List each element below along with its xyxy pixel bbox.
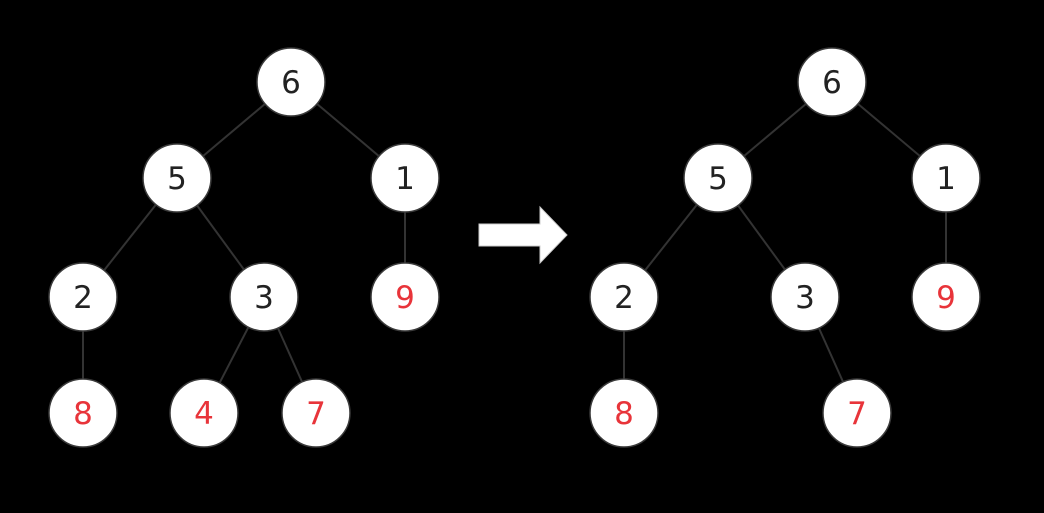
node-label: 1 bbox=[936, 161, 956, 197]
node-circle bbox=[683, 143, 753, 213]
node-label: 3 bbox=[795, 280, 815, 316]
right-tree: 6 5 1 2 3 9 8 7 bbox=[589, 47, 981, 448]
node-label: 2 bbox=[614, 280, 634, 316]
node-circle bbox=[589, 378, 659, 448]
node-circle bbox=[797, 47, 867, 117]
node-label: 3 bbox=[254, 280, 274, 316]
node-label: 5 bbox=[167, 161, 187, 197]
left-node-3: 3 bbox=[229, 262, 299, 332]
node-label: 7 bbox=[847, 396, 867, 432]
node-circle bbox=[256, 47, 326, 117]
left-node-4: 4 bbox=[169, 378, 239, 448]
node-label: 8 bbox=[73, 396, 93, 432]
node-label: 4 bbox=[194, 396, 214, 432]
node-label: 6 bbox=[822, 65, 842, 101]
right-node-6: 6 bbox=[797, 47, 867, 117]
node-label: 5 bbox=[708, 161, 728, 197]
node-circle bbox=[142, 143, 212, 213]
node-circle bbox=[370, 143, 440, 213]
node-circle bbox=[48, 262, 118, 332]
right-node-8: 8 bbox=[589, 378, 659, 448]
right-node-1: 1 bbox=[911, 143, 981, 213]
left-tree-nodes: 6 5 1 2 3 9 8 4 7 bbox=[48, 47, 440, 448]
left-node-1: 1 bbox=[370, 143, 440, 213]
node-label: 2 bbox=[73, 280, 93, 316]
node-label: 9 bbox=[936, 280, 956, 316]
node-label: 9 bbox=[395, 280, 415, 316]
node-label: 8 bbox=[614, 396, 634, 432]
right-node-3: 3 bbox=[770, 262, 840, 332]
left-node-6: 6 bbox=[256, 47, 326, 117]
left-node-8: 8 bbox=[48, 378, 118, 448]
node-circle bbox=[281, 378, 351, 448]
node-circle bbox=[370, 262, 440, 332]
right-arrow-icon bbox=[478, 205, 568, 265]
node-circle bbox=[229, 262, 299, 332]
left-tree: 6 5 1 2 3 9 8 4 7 bbox=[48, 47, 440, 448]
right-node-2: 2 bbox=[589, 262, 659, 332]
node-label: 6 bbox=[281, 65, 301, 101]
node-circle bbox=[169, 378, 239, 448]
left-node-7: 7 bbox=[281, 378, 351, 448]
left-node-2: 2 bbox=[48, 262, 118, 332]
node-label: 7 bbox=[306, 396, 326, 432]
left-node-5: 5 bbox=[142, 143, 212, 213]
right-node-5: 5 bbox=[683, 143, 753, 213]
node-circle bbox=[770, 262, 840, 332]
right-node-9: 9 bbox=[911, 262, 981, 332]
left-node-9: 9 bbox=[370, 262, 440, 332]
node-circle bbox=[911, 143, 981, 213]
node-circle bbox=[822, 378, 892, 448]
right-node-7: 7 bbox=[822, 378, 892, 448]
node-circle bbox=[589, 262, 659, 332]
node-circle bbox=[48, 378, 118, 448]
right-tree-nodes: 6 5 1 2 3 9 8 7 bbox=[589, 47, 981, 448]
node-label: 1 bbox=[395, 161, 415, 197]
node-circle bbox=[911, 262, 981, 332]
